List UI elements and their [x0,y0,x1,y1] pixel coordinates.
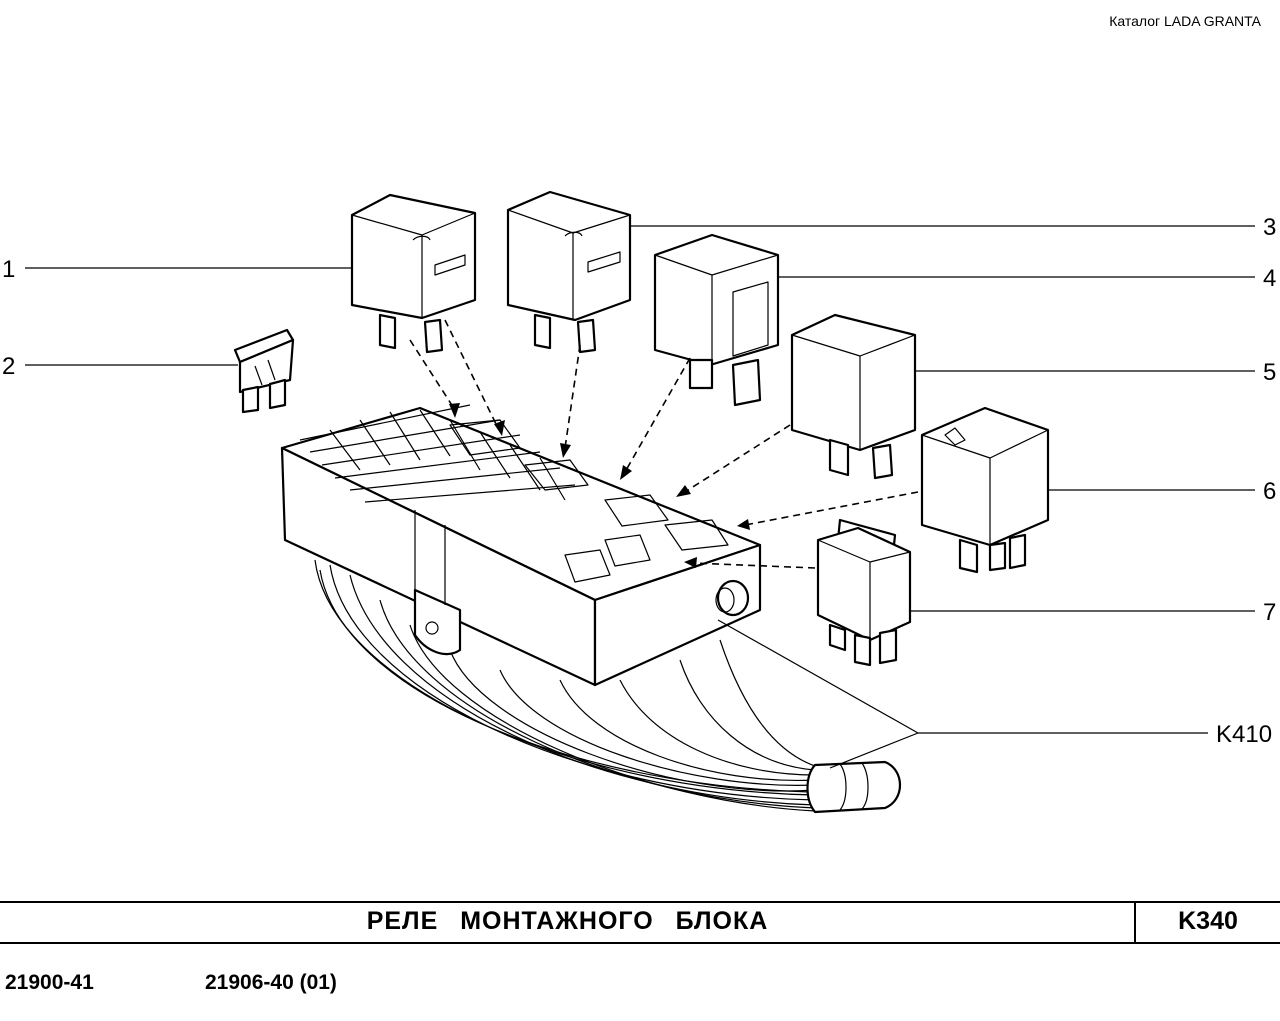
callout-4: 4 [1263,265,1276,292]
model-code-left: 21900-41 [5,971,94,994]
title-divider [1134,902,1136,943]
title-top-rule [0,901,1280,903]
relay-1 [350,193,477,354]
relay-5 [790,313,917,480]
catalog-label: Каталог LADA GRANTA [1109,13,1261,29]
callout-7: 7 [1263,599,1276,626]
title-bottom-rule [0,942,1280,944]
model-code-right: 21906-40 (01) [205,971,337,994]
leader-lines [25,225,1255,769]
callout-3: 3 [1263,214,1276,241]
relay-6 [920,406,1050,574]
relay-diagram: 1 2 3 4 5 6 7 K410 [2,190,1276,814]
relay-7 [816,518,912,667]
relay-3 [506,190,632,354]
wiring-harness [314,559,901,814]
callout-2: 2 [2,353,15,380]
page-title: РЕЛЕ МОНТАЖНОГО БЛОКА [366,907,769,935]
page-code: K340 [1178,907,1238,935]
callout-5: 5 [1263,359,1276,386]
insertion-arrows [409,319,919,569]
callout-k410: K410 [1216,721,1272,748]
mounting-block [280,404,762,687]
fuse [233,328,295,414]
relay-4 [653,233,780,407]
callout-6: 6 [1263,478,1276,505]
callout-1: 1 [2,256,15,283]
